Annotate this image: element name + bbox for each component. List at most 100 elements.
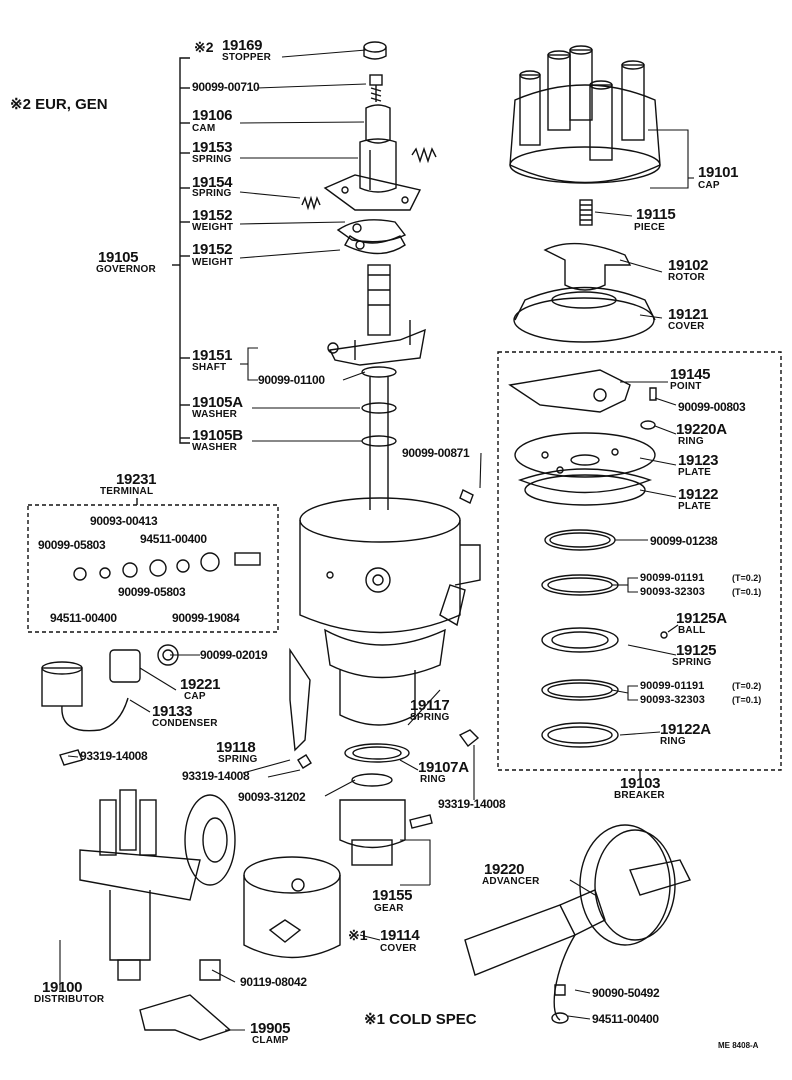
part-name: SPRING — [192, 154, 232, 165]
part-number: 19117 — [410, 697, 450, 714]
part-name: SPRING — [192, 188, 232, 199]
note-cold-spec: ※1 COLD SPEC — [364, 1011, 477, 1028]
part-number: 90099-01100 — [258, 373, 325, 387]
mark-2: ※2 — [194, 39, 214, 55]
part-number: 90093-31202 — [238, 790, 306, 804]
part-number: 90093-00413 — [90, 514, 158, 528]
part-number: 90099-01191 — [640, 680, 705, 692]
part-number: 19114 — [380, 927, 420, 944]
part-number: 19106 — [192, 107, 233, 124]
part-number: 19231 — [116, 471, 157, 488]
part-number: 19121 — [668, 306, 709, 323]
advancer-group — [464, 824, 691, 1024]
part-name: CONDENSER — [152, 718, 218, 729]
part-number: 90099-19084 — [172, 611, 240, 625]
part-name: GEAR — [374, 903, 404, 914]
note-eur-gen: ※2 EUR, GEN — [10, 96, 108, 113]
part-number: 94511-00400 — [50, 611, 117, 625]
part-number: 19125 — [676, 642, 717, 659]
part-name: TERMINAL — [100, 486, 154, 497]
part-number: 19169 — [222, 37, 263, 54]
part-number: 90099-00803 — [678, 400, 746, 414]
distributor-assembly — [79, 789, 236, 1041]
breaker-group — [497, 351, 782, 778]
part-number: 19100 — [42, 979, 83, 996]
part-name: PLATE — [678, 467, 712, 478]
part-number: 90099-05803 — [118, 585, 186, 599]
part-name: SHAFT — [192, 362, 227, 373]
part-spec: (T=0.1) — [732, 695, 762, 705]
part-name: BREAKER — [614, 790, 665, 801]
part-name: WASHER — [192, 409, 238, 420]
part-number: 19151 — [192, 347, 233, 364]
part-name: COVER — [668, 321, 705, 332]
part-number: 90099-01238 — [650, 534, 718, 548]
part-name: WASHER — [192, 442, 238, 453]
part-name: PIECE — [634, 222, 666, 233]
part-name: DISTRIBUTOR — [34, 994, 105, 1005]
cap-rotor-cover — [509, 45, 661, 343]
part-spec: (T=0.2) — [732, 573, 762, 583]
part-name: RING — [660, 736, 686, 747]
part-number: 19152 — [192, 241, 233, 258]
leader-lines — [59, 49, 694, 1031]
part-number: 19220A — [676, 421, 727, 438]
part-number: 90090-50492 — [592, 986, 660, 1000]
part-name: GOVERNOR — [96, 264, 156, 275]
part-number: 94511-00400 — [592, 1012, 659, 1026]
part-number: 19125A — [676, 610, 727, 627]
cover-group — [243, 856, 341, 959]
part-number: 19133 — [152, 703, 193, 720]
part-name: RING — [420, 774, 446, 785]
part-number: 19155 — [372, 887, 413, 904]
part-number: 19154 — [192, 174, 233, 191]
part-name: WEIGHT — [192, 257, 234, 268]
part-number: 19107A — [418, 759, 469, 776]
part-name: ROTOR — [668, 272, 705, 283]
part-number: 93319-14008 — [438, 797, 506, 811]
part-number: 94511-00400 — [140, 532, 207, 546]
part-number: 19105 — [98, 249, 139, 266]
part-number: 90099-02019 — [200, 648, 268, 662]
part-name: ADVANCER — [482, 876, 540, 887]
part-number: 90119-08042 — [240, 975, 307, 989]
part-name: POINT — [670, 381, 702, 392]
terminal-group — [27, 498, 279, 633]
part-number: 93319-14008 — [182, 769, 250, 783]
part-number: 19905 — [250, 1020, 291, 1037]
part-name: SPRING — [218, 754, 258, 765]
part-name: STOPPER — [222, 52, 272, 63]
mark-1: ※1 — [348, 927, 368, 943]
part-number: 90099-00871 — [402, 446, 470, 460]
part-name: CAP — [698, 180, 720, 191]
part-name: SPRING — [410, 712, 450, 723]
part-number: 19220 — [484, 861, 525, 878]
part-number: 19122 — [678, 486, 719, 503]
footer-code: ME 8408-A — [718, 1041, 759, 1050]
part-number: 19221 — [180, 676, 221, 693]
condenser-group — [41, 644, 433, 866]
part-name: COVER — [380, 943, 417, 954]
part-name: SPRING — [672, 657, 712, 668]
part-number: 19105A — [192, 394, 243, 411]
part-number: 90093-32303 — [640, 694, 705, 706]
part-number: 19123 — [678, 452, 719, 469]
part-name: CLAMP — [252, 1035, 289, 1046]
part-name: RING — [678, 436, 704, 447]
part-number: 90093-32303 — [640, 586, 705, 598]
part-number: 90099-01191 — [640, 572, 705, 584]
part-number: 19152 — [192, 207, 233, 224]
part-number: 19115 — [636, 206, 676, 223]
part-number: 19153 — [192, 139, 233, 156]
governor-bracket — [172, 57, 190, 444]
part-number: 90099-00710 — [192, 80, 260, 94]
part-number: 19101 — [698, 164, 739, 181]
part-spec: (T=0.1) — [732, 587, 762, 597]
part-spec: (T=0.2) — [732, 681, 762, 691]
part-number: 19145 — [670, 366, 711, 383]
part-number: 93319-14008 — [80, 749, 148, 763]
part-number: 19103 — [620, 775, 661, 792]
part-name: CAM — [192, 123, 216, 134]
